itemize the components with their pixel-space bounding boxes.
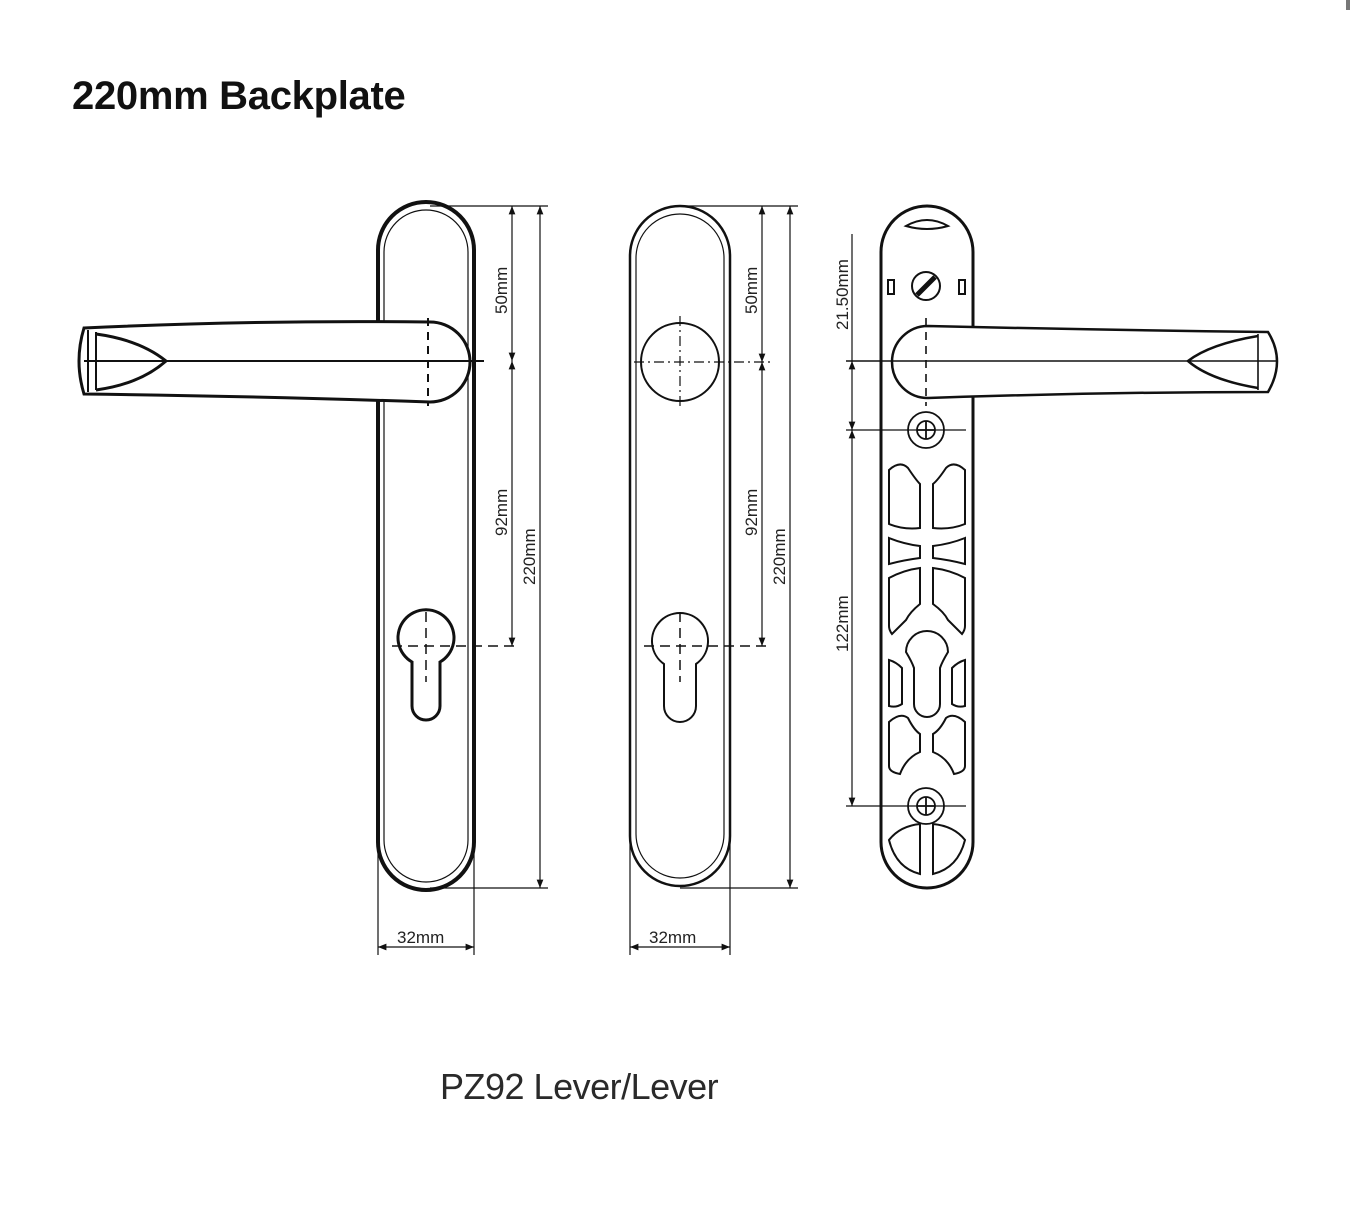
dim-left-92mm: 92mm	[492, 489, 511, 536]
dim-middle-32mm: 32mm	[649, 928, 696, 947]
middle-view-dimension-labels: 50mm 92mm 220mm 32mm	[649, 267, 789, 947]
right-view-lever	[846, 318, 1279, 406]
dim-left-220mm: 220mm	[520, 528, 539, 585]
dim-middle-220mm: 220mm	[770, 528, 789, 585]
right-view-dimensions	[846, 234, 966, 807]
dim-left-32mm: 32mm	[397, 928, 444, 947]
product-caption: PZ92 Lever/Lever	[440, 1066, 719, 1107]
middle-view-cylinder-cutout	[644, 612, 768, 723]
scrollbar-indicator[interactable]	[1346, 0, 1350, 10]
middle-view-dimensions	[629, 205, 798, 955]
left-view-cylinder-cutout	[392, 608, 516, 722]
dim-middle-92mm: 92mm	[742, 489, 761, 536]
right-view-backplate	[879, 204, 975, 890]
left-view-dimension-labels: 50mm 92mm 220mm 32mm	[397, 267, 539, 947]
right-view-fixing-holes	[907, 411, 945, 825]
dim-right-122mm: 122mm	[833, 595, 852, 652]
page-title: 220mm Backplate	[72, 74, 406, 118]
right-view-rib-pattern	[887, 463, 967, 876]
left-view-dimensions	[377, 205, 548, 955]
left-view-backplate	[376, 200, 476, 892]
dim-middle-50mm: 50mm	[742, 267, 761, 314]
dim-left-50mm: 50mm	[492, 267, 511, 314]
dim-right-21-50mm: 21.50mm	[833, 259, 852, 330]
middle-view-spindle-hole	[634, 316, 772, 410]
middle-view-backplate	[628, 204, 732, 888]
left-view-lever	[77, 318, 484, 406]
right-view-dimension-labels: 21.50mm 122mm	[833, 259, 852, 652]
